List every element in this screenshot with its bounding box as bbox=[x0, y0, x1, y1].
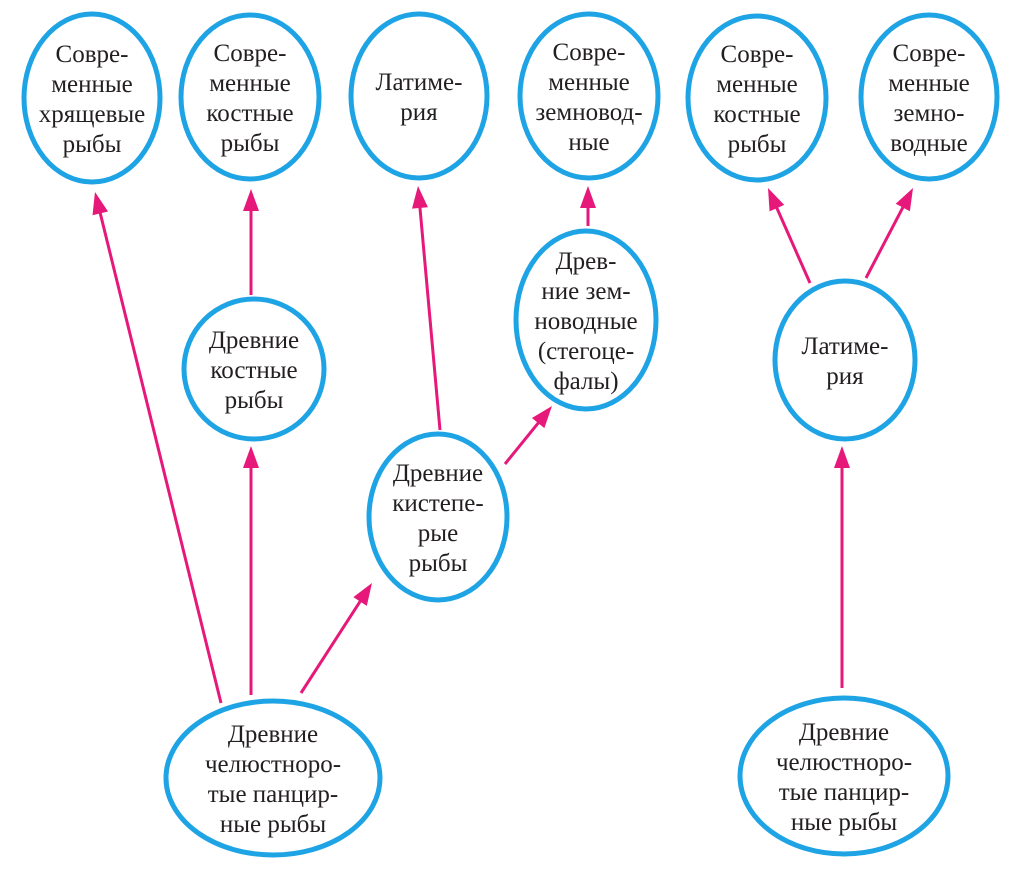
node-label-line: (стегоце- bbox=[538, 338, 634, 365]
node-ellipse bbox=[163, 698, 383, 858]
node-ellipse bbox=[366, 431, 510, 603]
edge-ancient-lobe-finned-fish-to-latimeria-1 bbox=[412, 186, 442, 431]
edge-ancient-placoderms-1-to-ancient-bony-fish bbox=[243, 446, 259, 695]
node-label-line: Совре- bbox=[56, 41, 129, 68]
node-modern-bony-fish-1: Совре-менные костные рыбы bbox=[178, 12, 322, 182]
arrowhead-icon bbox=[834, 446, 850, 468]
node-label-line: менные bbox=[888, 70, 970, 97]
node-label-line: ние зем- bbox=[541, 278, 630, 305]
node-label-line: Совре- bbox=[553, 39, 626, 66]
node-label-line: менные bbox=[716, 71, 798, 98]
edge-line bbox=[98, 211, 223, 704]
node-label-line: земно- bbox=[894, 100, 965, 127]
edge-ancient-placoderms-1-to-ancient-lobe-finned-fish bbox=[299, 583, 372, 694]
node-ellipse bbox=[21, 11, 163, 185]
node-ancient-placoderms-2: Древние челюстноро-тые панцир-ные рыбы bbox=[737, 695, 951, 857]
node-label-line: земновод- bbox=[535, 99, 642, 126]
arrowhead-icon bbox=[768, 188, 785, 212]
node-label-line: Древние bbox=[228, 721, 318, 748]
node-label-line: фалы) bbox=[553, 368, 618, 395]
edges-layer bbox=[92, 186, 913, 704]
node-label-line: челюстноро- bbox=[776, 749, 912, 776]
node-label-line: Совре- bbox=[893, 40, 966, 67]
node-ancient-placoderms-1: Древние челюстноро-тые панцир-ные рыбы bbox=[163, 698, 383, 858]
node-label-line: рыбы bbox=[225, 387, 284, 414]
node-ellipse bbox=[858, 12, 1000, 182]
node-label-line: костные bbox=[210, 357, 297, 384]
edge-ancient-lobe-finned-fish-to-ancient-amphibians bbox=[503, 406, 552, 465]
node-label-line: менные bbox=[51, 71, 133, 98]
node-label-line: Древние bbox=[393, 460, 483, 487]
node-label-line: новодные bbox=[534, 308, 637, 335]
node-modern-amphibians-2: Совре-менные земно-водные bbox=[858, 12, 1000, 182]
node-label-line: тые панцир- bbox=[779, 779, 910, 806]
node-label-line: челюстноро- bbox=[205, 751, 341, 778]
node-ancient-amphibians: Древ-ние зем-новодные (стегоце-фалы) bbox=[513, 228, 659, 412]
node-ellipse bbox=[685, 13, 829, 183]
edge-ancient-bony-fish-to-modern-bony-fish-1 bbox=[243, 189, 259, 295]
node-label-line: Латиме- bbox=[376, 69, 463, 96]
node-label-line: тые панцир- bbox=[208, 781, 339, 808]
node-label-line: рыбы bbox=[63, 131, 122, 158]
node-ellipse bbox=[178, 12, 322, 182]
node-label-line: рыбы bbox=[409, 550, 468, 577]
node-label-line: рые bbox=[418, 520, 458, 547]
node-label-line: рыбы bbox=[728, 131, 787, 158]
node-label-line: водные bbox=[890, 130, 967, 157]
arrowhead-icon bbox=[412, 186, 428, 209]
node-label-line: Древние bbox=[799, 719, 889, 746]
node-ellipse bbox=[772, 278, 918, 442]
edge-latimeria-2-to-modern-bony-fish-2 bbox=[768, 188, 812, 284]
node-label-line: рыбы bbox=[221, 130, 280, 157]
node-label-line: Древ- bbox=[556, 248, 617, 275]
arrowhead-icon bbox=[895, 188, 913, 212]
node-modern-cartilaginous-fish: Совре-менные хрящевые рыбы bbox=[21, 11, 163, 185]
node-label-line: кистепе- bbox=[392, 490, 483, 517]
node-label-line: менные bbox=[548, 69, 630, 96]
edge-line bbox=[299, 598, 363, 694]
arrowhead-icon bbox=[531, 406, 552, 429]
arrowhead-icon bbox=[243, 446, 259, 468]
node-ellipse bbox=[517, 11, 661, 181]
edge-line bbox=[774, 205, 812, 284]
edge-latimeria-2-to-modern-amphibians-2 bbox=[864, 188, 913, 279]
edge-line bbox=[418, 205, 442, 431]
node-modern-amphibians-1: Совре-менные земновод-ные bbox=[517, 11, 661, 181]
node-modern-bony-fish-2: Совре-менные костные рыбы bbox=[685, 13, 829, 183]
arrowhead-icon bbox=[580, 186, 596, 208]
edge-ancient-placoderms-2-to-latimeria-2 bbox=[834, 446, 850, 688]
node-ancient-lobe-finned-fish: Древние кистепе-рые рыбы bbox=[366, 431, 510, 603]
node-ellipse bbox=[737, 695, 951, 857]
node-label-line: ные рыбы bbox=[791, 809, 898, 836]
arrowhead-icon bbox=[92, 192, 109, 216]
node-label-line: Совре- bbox=[214, 40, 287, 67]
node-label-line: менные bbox=[209, 70, 291, 97]
node-ellipse bbox=[181, 296, 327, 442]
node-latimeria-2: Латиме-рия bbox=[772, 278, 918, 442]
node-label-line: Совре- bbox=[721, 41, 794, 68]
nodes-layer: Совре-менные хрящевые рыбы Совре-менные кост… bbox=[21, 11, 1000, 858]
edge-line bbox=[864, 205, 906, 279]
node-label-line: ные рыбы bbox=[220, 811, 327, 838]
node-latimeria-1: Латиме-рия bbox=[348, 11, 490, 181]
arrowhead-icon bbox=[243, 189, 259, 211]
node-label-line: рия bbox=[826, 363, 864, 390]
node-label-line: костные bbox=[206, 100, 293, 127]
node-label-line: хрящевые bbox=[39, 101, 146, 128]
node-label-line: рия bbox=[400, 99, 438, 126]
node-label-line: Латиме- bbox=[802, 333, 889, 360]
arrowhead-icon bbox=[353, 583, 372, 606]
edge-ancient-amphibians-to-modern-amphibians-1 bbox=[580, 186, 596, 226]
node-label-line: Древние bbox=[209, 327, 299, 354]
edge-line bbox=[503, 420, 541, 465]
node-ancient-bony-fish: Древние костные рыбы bbox=[181, 296, 327, 442]
node-label-line: ные bbox=[568, 129, 609, 156]
node-ellipse bbox=[348, 11, 490, 181]
node-ellipse bbox=[513, 228, 659, 412]
edge-ancient-placoderms-1-to-modern-cartilaginous-fish bbox=[92, 192, 223, 704]
node-label-line: костные bbox=[713, 101, 800, 128]
